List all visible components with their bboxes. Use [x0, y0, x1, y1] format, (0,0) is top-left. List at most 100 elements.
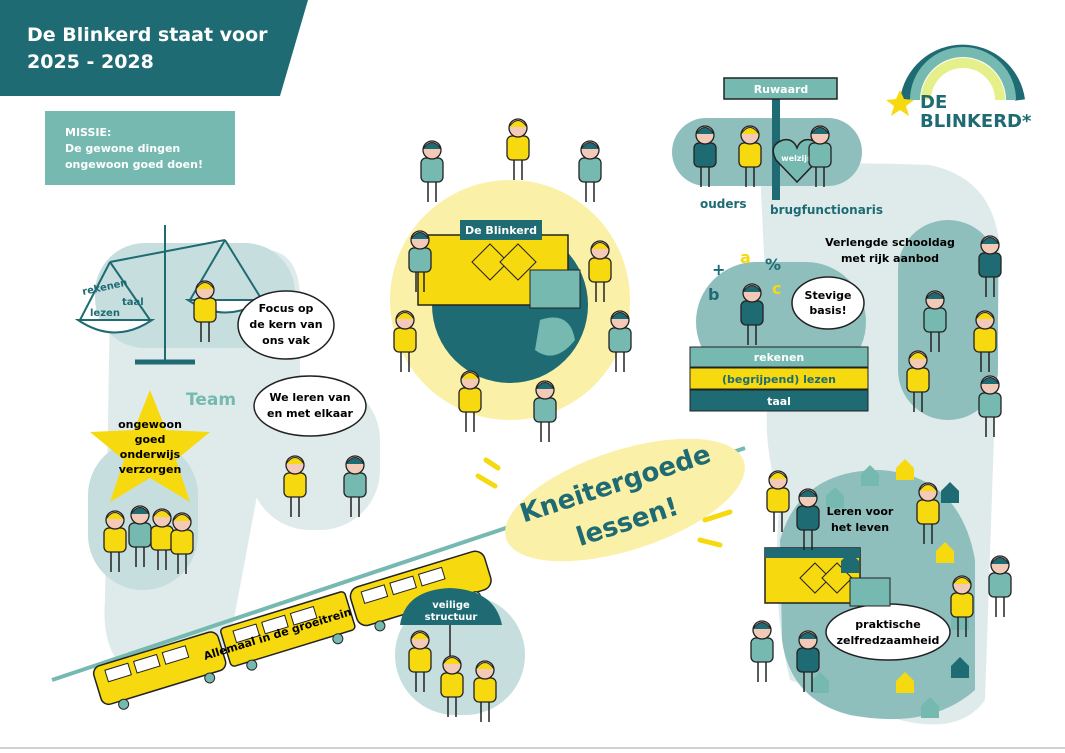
person-figure: [796, 630, 820, 692]
svg-text:c: c: [772, 279, 781, 298]
person-figure: [408, 230, 432, 292]
svg-text:praktische: praktische: [855, 618, 920, 631]
svg-text:met rijk aanbod: met rijk aanbod: [841, 252, 939, 265]
bubble-stevig: Stevige basis!: [791, 276, 865, 330]
globe-illustration: [390, 180, 630, 420]
mission-label: MISSIE:: [65, 126, 111, 139]
person-figure: [393, 310, 417, 372]
letters-icons: + a % b c: [708, 248, 781, 304]
svg-text:ongewoon: ongewoon: [118, 418, 182, 431]
svg-text:%: %: [765, 255, 781, 274]
ouders-label: ouders: [700, 197, 747, 211]
house-icon: [896, 672, 914, 693]
person-figure: [808, 125, 832, 187]
title-banner: [0, 0, 308, 96]
svg-text:BLINKERD*: BLINKERD*: [920, 111, 1032, 132]
person-figure: [588, 240, 612, 302]
umbrella-icon: [400, 588, 502, 625]
team-label: Team: [186, 390, 236, 410]
house-icon: [841, 552, 859, 573]
bottom-divider: [0, 747, 1065, 749]
svg-text:(begrijpend) lezen: (begrijpend) lezen: [722, 373, 836, 386]
person-figure: [103, 510, 127, 572]
kneiter-highlight: [505, 438, 745, 562]
bubble-leren: We leren van en met elkaar: [253, 375, 367, 437]
svg-text:ons vak: ons vak: [262, 334, 310, 347]
star-text: ongewoon goed onderwijs verzorgen: [118, 418, 182, 476]
leven-line2: het leven: [831, 521, 889, 534]
school-name: De Blinkerd: [465, 224, 537, 237]
leven-line1: Leren voor: [827, 505, 894, 518]
person-figure: [170, 512, 194, 574]
mission-box: [45, 111, 235, 185]
umbrella-line1: veilige: [432, 600, 470, 611]
house-icon: [941, 482, 959, 503]
person-figure: [128, 505, 152, 567]
scale-word-lezen: lezen: [90, 308, 120, 319]
person-figure: [738, 125, 762, 187]
houses: [811, 459, 969, 718]
svg-text:DE: DE: [920, 92, 947, 113]
person-figure: [420, 140, 444, 202]
person-figure: [973, 310, 997, 372]
scale-word-taal: taal: [122, 297, 144, 308]
person-figure: [766, 470, 790, 532]
svg-text:de kern van: de kern van: [249, 318, 322, 331]
svg-text:zelfredzaamheid: zelfredzaamheid: [837, 634, 940, 647]
kneiter-rays: [475, 457, 733, 548]
svg-text:a: a: [740, 248, 751, 267]
person-figure: [796, 488, 820, 550]
person-figure: [458, 370, 482, 432]
svg-text:onderwijs: onderwijs: [120, 448, 181, 461]
person-figure: [750, 620, 774, 682]
person-figure: [283, 455, 307, 517]
person-figure: [740, 283, 764, 345]
house-icon: [826, 487, 844, 508]
person-figure: [473, 660, 497, 722]
svg-text:+: +: [712, 260, 725, 279]
svg-text:taal: taal: [767, 395, 791, 408]
star-icon: [90, 390, 210, 502]
person-figure: [150, 508, 174, 570]
person-figure: [440, 655, 464, 717]
heart-label: welzijn: [781, 154, 813, 163]
ruwaard-sign: [723, 77, 838, 100]
logo-star-icon: [886, 90, 914, 116]
house-icon: [936, 542, 954, 563]
house-icon: [951, 657, 969, 678]
bubble-praktisch: praktische zelfredzaamheid: [825, 603, 951, 661]
ruwaard-sign-label: Ruwaard: [754, 83, 809, 96]
svg-text:Stevige: Stevige: [805, 289, 852, 302]
svg-text:b: b: [708, 285, 719, 304]
brug-label: brugfunctionaris: [770, 203, 883, 217]
svg-text:rekenen: rekenen: [754, 351, 805, 364]
mission-line2: ongewoon goed doen!: [65, 158, 203, 171]
svg-text:Focus op: Focus op: [259, 302, 314, 315]
svg-text:verzorgen: verzorgen: [119, 463, 182, 476]
bubble-focus: Focus op de kern van ons vak: [237, 290, 335, 360]
person-figure: [906, 350, 930, 412]
person-figure: [978, 375, 1002, 437]
person-figure: [916, 482, 940, 544]
person-figure: [923, 290, 947, 352]
svg-text:goed: goed: [135, 433, 166, 446]
person-figure: [408, 630, 432, 692]
page-title-line2: 2025 - 2028: [27, 51, 154, 73]
umbrella-line2: structuur: [425, 612, 478, 623]
person-figure: [978, 235, 1002, 297]
mission-line1: De gewone dingen: [65, 142, 180, 155]
house-icon: [896, 459, 914, 480]
logo: DE BLINKERD*: [886, 44, 1032, 132]
person-figure: [533, 380, 557, 442]
house-icon: [921, 697, 939, 718]
basis-stack: rekenen (begrijpend) lezen taal: [689, 346, 869, 412]
person-figure: [608, 310, 632, 372]
page-title-line1: De Blinkerd staat voor: [27, 24, 268, 46]
train-illustration: [92, 550, 492, 710]
person-figure: [343, 455, 367, 517]
svg-text:Verlengde schooldag: Verlengde schooldag: [825, 236, 955, 249]
verlengde-label: Verlengde schooldag met rijk aanbod: [825, 236, 955, 265]
person-figure: [578, 140, 602, 202]
person-figure: [950, 575, 974, 637]
